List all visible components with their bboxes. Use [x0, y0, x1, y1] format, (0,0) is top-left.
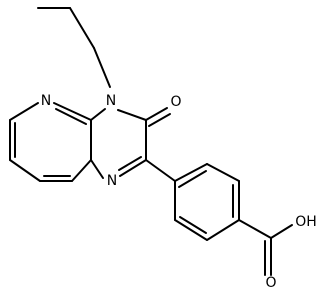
- bond-n4-c3: [117, 109, 147, 121]
- bond-c8a-n1-inner: [55, 108, 87, 125]
- bond-ar2-ar3: [206, 163, 240, 182]
- atom-label-o-acid: O: [265, 275, 276, 291]
- pyrazinone-ring: [90, 108, 147, 179]
- bond-c3-o: [145, 107, 168, 121]
- atom-label-n-alkyl: N: [106, 93, 116, 109]
- bond-c3-o-second: [148, 113, 171, 127]
- carbonyl-bond: [145, 107, 171, 127]
- carboxylic-acid-bonds: [238, 219, 293, 276]
- atom-label-oh: OH: [295, 214, 317, 230]
- atom-label-n-imine: N: [107, 173, 117, 189]
- pyridine-ring: [9, 102, 92, 182]
- bond-ar4-ar5: [206, 219, 240, 241]
- bond-c2-n1-inner: [118, 156, 142, 171]
- bond-propyl-2: [69, 7, 95, 49]
- bond-n1-c8: [9, 102, 39, 121]
- bond-c-oh: [270, 224, 293, 239]
- atom-label-o-carbonyl: O: [170, 94, 181, 110]
- bond-c2-n1: [119, 159, 147, 177]
- bond-ar4-cooh: [238, 219, 272, 239]
- bond-ar5-ar6-inner: [179, 216, 207, 234]
- benzene-ring: [145, 159, 240, 241]
- bond-c5-c4a: [71, 159, 92, 182]
- bond-ar1-ar2: [174, 163, 208, 182]
- bond-c7-c6: [9, 159, 41, 182]
- atom-label-n-pyridine: N: [41, 93, 51, 109]
- bond-c2-aryl: [145, 159, 176, 182]
- bond-ar5-ar6: [174, 219, 208, 241]
- bond-c8a-n4: [90, 108, 106, 121]
- bond-propyl-3: [93, 47, 111, 88]
- bond-n1-c4a: [90, 159, 104, 179]
- bond-ar1-ar2-inner: [178, 170, 207, 188]
- propyl-chain: [37, 7, 111, 88]
- bond-c8a-n1: [53, 102, 92, 121]
